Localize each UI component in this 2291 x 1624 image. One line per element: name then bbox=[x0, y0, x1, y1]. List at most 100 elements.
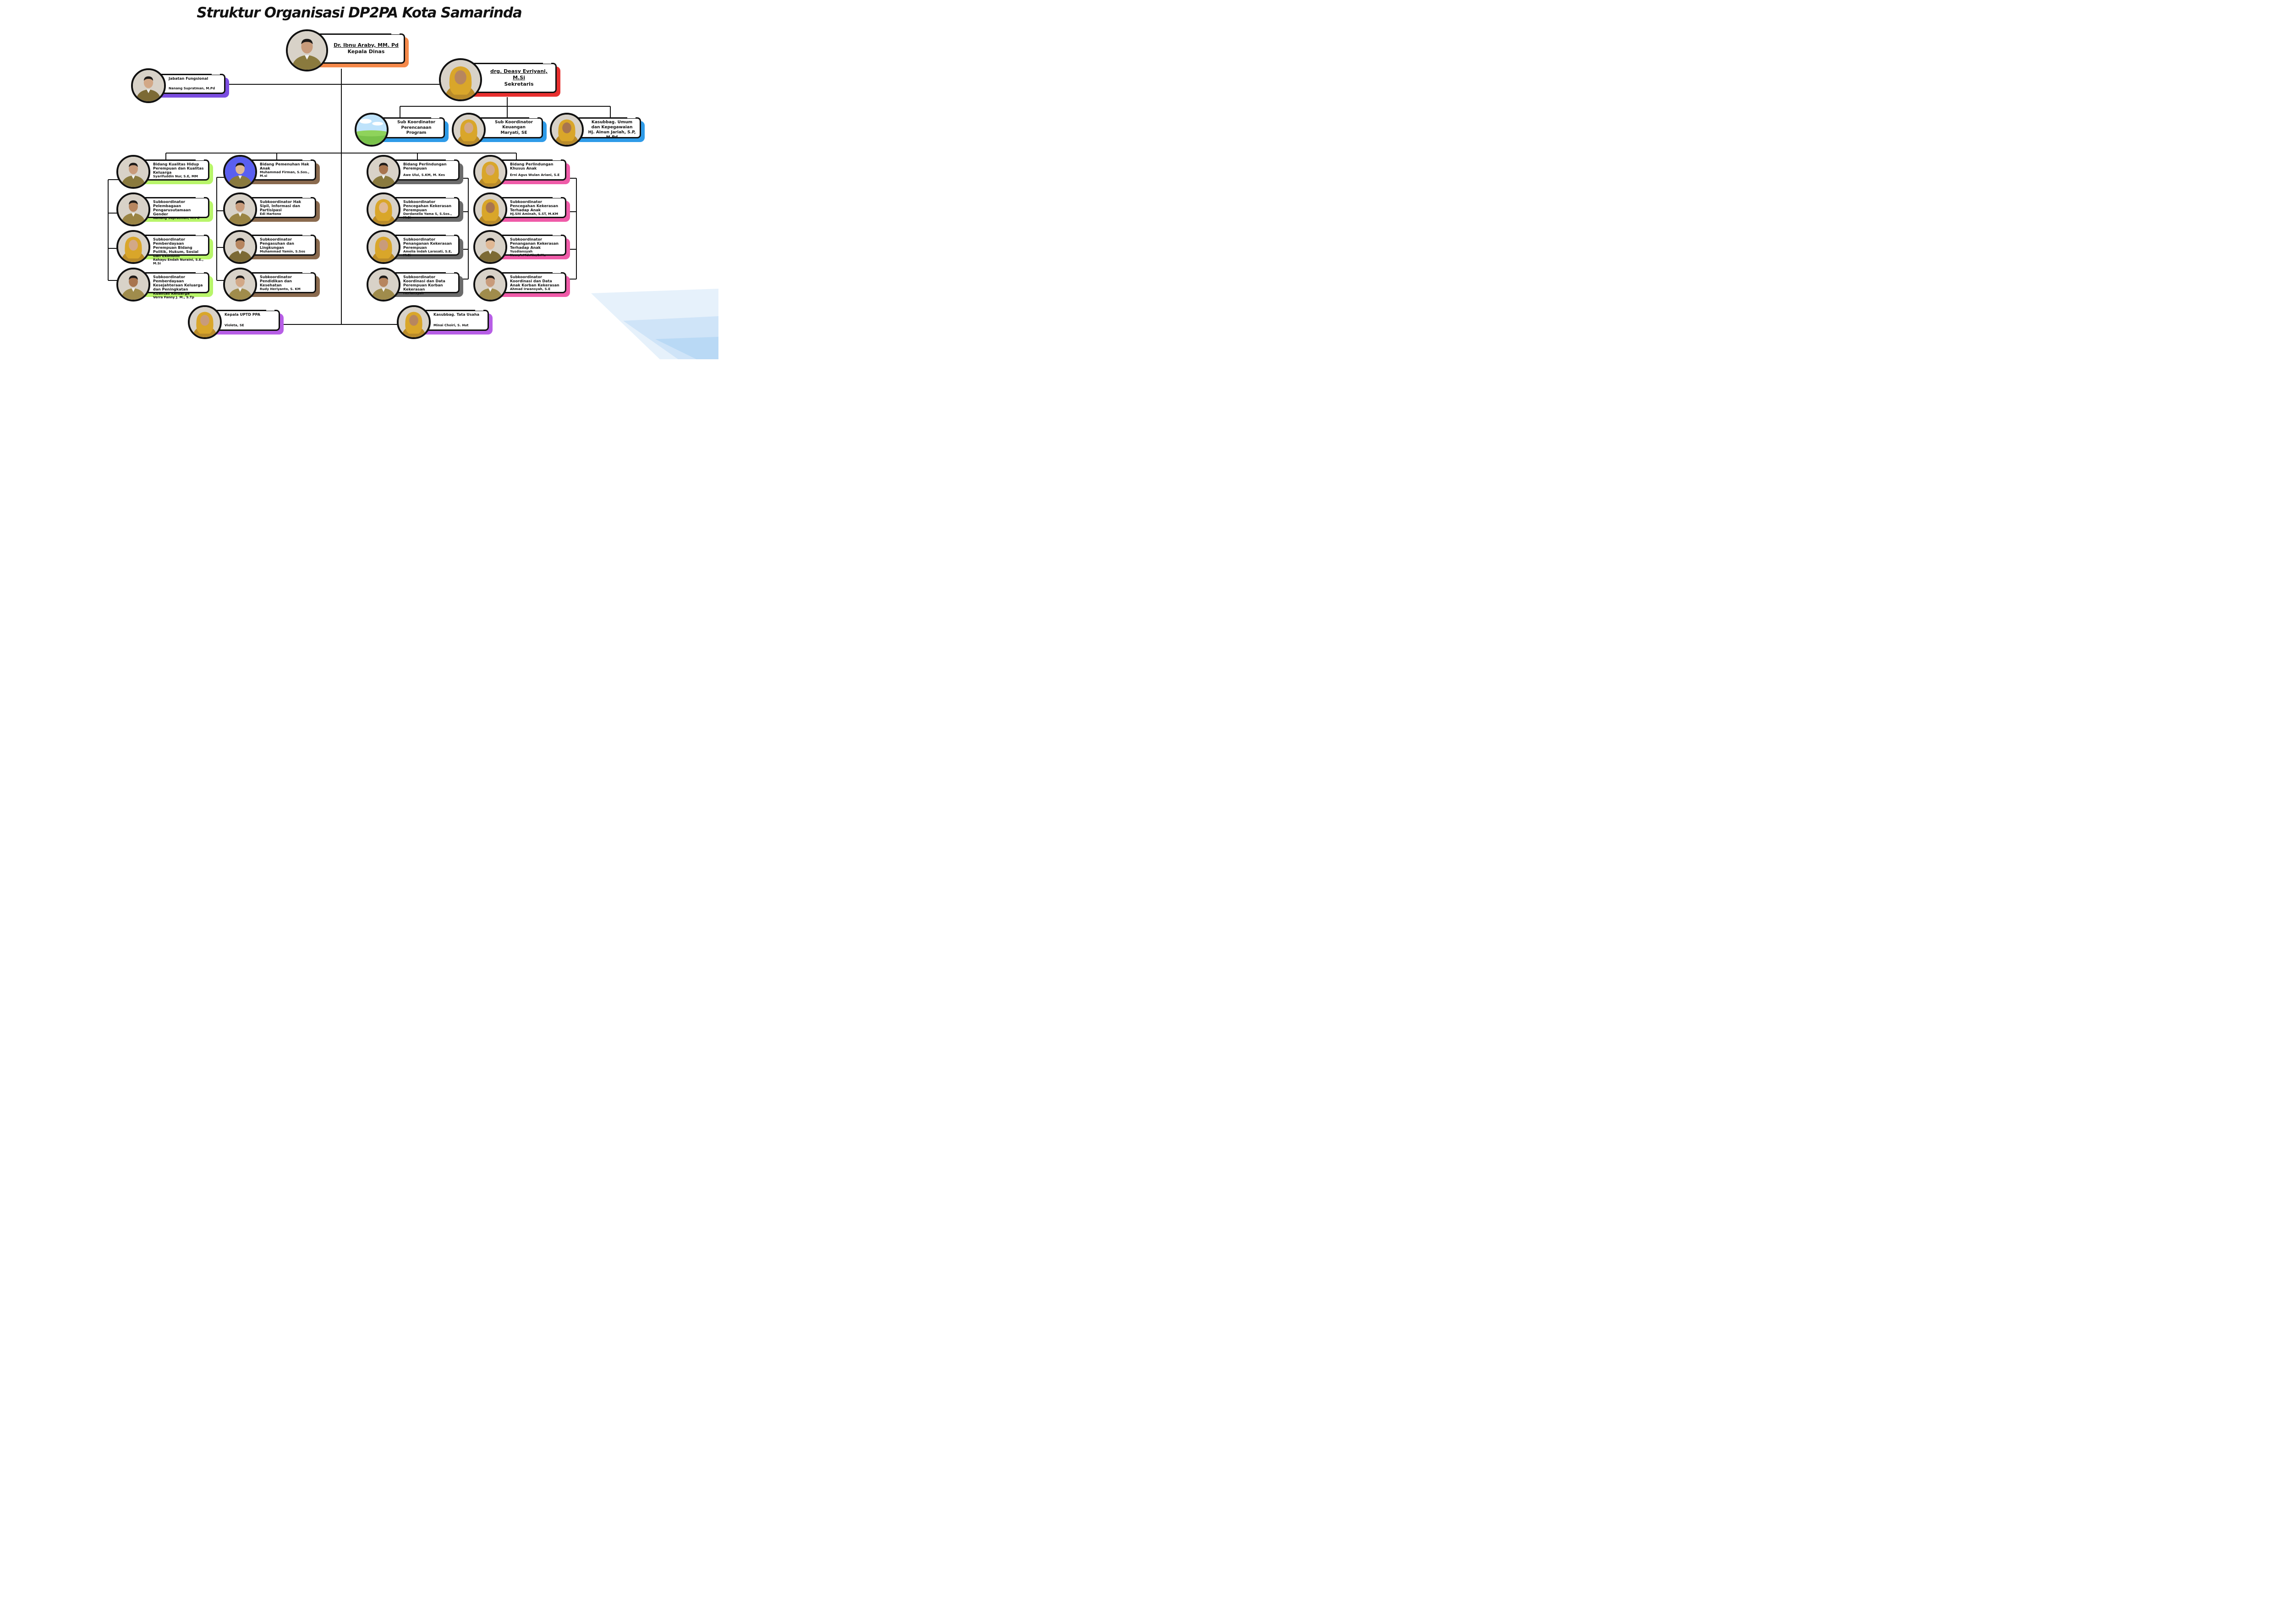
position-title: Subkoordinator Pemberdayaan Kesejahteraa… bbox=[153, 275, 203, 296]
position-title: Kepala Dinas bbox=[347, 49, 385, 55]
official-name: Nanang Supratman, M.Pd bbox=[153, 216, 200, 220]
position-title: Bidang Perlindungan Khusus Anak bbox=[510, 162, 554, 170]
profile-photo bbox=[223, 155, 257, 189]
position-title: Subkoordinator Pencegahan Kekerasan Terh… bbox=[510, 200, 559, 212]
profile-photo bbox=[473, 230, 507, 264]
official-name: Nanang Supratman, M.Pd bbox=[169, 87, 215, 90]
official-name: drg. Deasy Evriyani, M.Si bbox=[490, 68, 548, 81]
official-name: Amelia Indah Larasati, S.E, M.Si bbox=[403, 250, 452, 257]
official-name: Muhammad Firman, S.Sos., M.si bbox=[260, 170, 310, 178]
card-notch bbox=[196, 234, 204, 236]
card-notch bbox=[475, 309, 483, 311]
position-title: Subkoordinator Penanganan Kekerasan Pere… bbox=[403, 237, 452, 250]
position-title: Subkoordinator Hak Sipil, Informasi dan … bbox=[260, 200, 301, 212]
profile-photo bbox=[473, 155, 507, 189]
card-notch bbox=[212, 73, 220, 75]
card-text: Subkoordinator Hak Sipil, Informasi dan … bbox=[260, 197, 312, 218]
card-notch bbox=[266, 309, 274, 311]
profile-photo bbox=[188, 305, 222, 339]
card-notch bbox=[431, 117, 439, 118]
position-title: Subkoordinator Pendidikan dan Kesehatan bbox=[260, 275, 292, 287]
card-notch bbox=[196, 272, 204, 273]
card-notch bbox=[529, 117, 537, 118]
position-title: Subkoordinator Pemberdayaan Perempuan Bi… bbox=[153, 237, 199, 258]
profile-photo bbox=[397, 305, 431, 339]
official-name: Ahmad Irwansyah, S.E bbox=[510, 287, 551, 291]
card-notch bbox=[627, 117, 636, 118]
official-name: Edi Hartono bbox=[260, 212, 281, 216]
position-title: Subkoordinator Koordinasi dan Data Anak … bbox=[510, 275, 559, 287]
profile-photo bbox=[116, 268, 150, 302]
profile-photo bbox=[550, 113, 584, 147]
position-title: Subkoordinator Pencegahan Kekerasan Pere… bbox=[403, 200, 452, 212]
position-title: Sub Koordinator Keuangan bbox=[494, 120, 533, 130]
position-title: Bidang Perlindungan Perempuan bbox=[403, 162, 447, 170]
card-text: Subkoordinator Pemberdayaan Perempuan Bi… bbox=[153, 235, 206, 265]
official-name: Minai Choiri, S. Hut bbox=[433, 324, 469, 327]
profile-photo bbox=[367, 155, 400, 189]
card-notch bbox=[553, 234, 561, 236]
official-name: Syarifuddin Nur, S.E, MM bbox=[153, 175, 198, 178]
profile-photo bbox=[367, 268, 400, 302]
card-text: Subkoordinator Penanganan Kekerasan Pere… bbox=[403, 235, 456, 257]
profile-photo bbox=[286, 29, 328, 71]
profile-photo bbox=[367, 230, 400, 264]
card-text: Subkoordinator Pemberdayaan Kesejahteraa… bbox=[153, 272, 206, 299]
profile-photo bbox=[116, 230, 150, 264]
official-name: Dardanella Yama S, S.Sos., M.Si bbox=[403, 212, 452, 219]
position-title: Subkoordinator Penanganan Kekerasan Terh… bbox=[510, 237, 559, 250]
card-notch bbox=[446, 159, 454, 160]
card-notch bbox=[302, 197, 311, 198]
official-name: Muhammad Yamin, S.Sos bbox=[260, 250, 306, 253]
card-notch bbox=[196, 197, 204, 198]
position-title: Bidang Kualitas Hidup Perempuan dan Kual… bbox=[153, 162, 204, 175]
profile-photo bbox=[452, 113, 486, 147]
position-title: Bidang Pemenuhan Hak Anak bbox=[260, 162, 309, 170]
profile-photo bbox=[223, 268, 257, 302]
profile-photo bbox=[116, 192, 150, 226]
card-notch bbox=[553, 159, 561, 160]
official-name: Awe Ului, S.KM, M. Kes bbox=[403, 173, 445, 177]
card-text: Subkoordinator Pencegahan Kekerasan Pere… bbox=[403, 197, 456, 219]
official-name: Heriansyah bbox=[403, 291, 424, 295]
card-notch bbox=[446, 197, 454, 198]
card-text: Subkoordinator Pengasuhan dan Lingkungan… bbox=[260, 235, 312, 256]
profile-photo bbox=[473, 192, 507, 226]
official-name: Yusdiansyah Noor,A.Md.Ak.,C.Me bbox=[510, 250, 546, 257]
official-name: Violeta, SE bbox=[225, 324, 244, 327]
position-title: Kasubbag. Umum dan Kepegawaian bbox=[591, 120, 633, 130]
profile-photo bbox=[439, 58, 482, 101]
profile-photo bbox=[223, 230, 257, 264]
official-name: Verra Fanny J. M., S.Tp bbox=[153, 296, 194, 299]
position-title: Jabatan Fungsional bbox=[169, 77, 208, 81]
profile-photo bbox=[223, 192, 257, 226]
official-name: Rahayu Endah Nuraini, S.E., M.Si bbox=[153, 258, 204, 265]
org-chart: Struktur Organisasi DP2PA Kota Samarinda… bbox=[0, 0, 718, 359]
card-notch bbox=[446, 272, 454, 273]
official-name: Dr. Ibnu Araby, MM. Pd bbox=[334, 42, 399, 48]
profile-photo bbox=[367, 192, 400, 226]
official-name: Rudy Heriyanto, S. KM bbox=[260, 287, 301, 291]
position-title: Subkoordinator Koordinasi dan Data Perem… bbox=[403, 275, 445, 291]
profile-photo bbox=[131, 68, 166, 103]
card-text: Subkoordinator Pencegahan Kekerasan Terh… bbox=[510, 197, 563, 218]
profile-photo bbox=[355, 113, 389, 147]
card-text: Subkoordinator Penanganan Kekerasan Terh… bbox=[510, 235, 563, 257]
card-notch bbox=[196, 159, 204, 160]
official-name: Hj. Ainun Jariah, S.P, M.Pd bbox=[588, 130, 636, 140]
card-notch bbox=[553, 272, 561, 273]
profile-photo bbox=[116, 155, 150, 189]
profile-photo bbox=[473, 268, 507, 302]
position-title: Subkoordinator Pengasuhan dan Lingkungan bbox=[260, 237, 294, 250]
card-notch bbox=[302, 272, 311, 273]
